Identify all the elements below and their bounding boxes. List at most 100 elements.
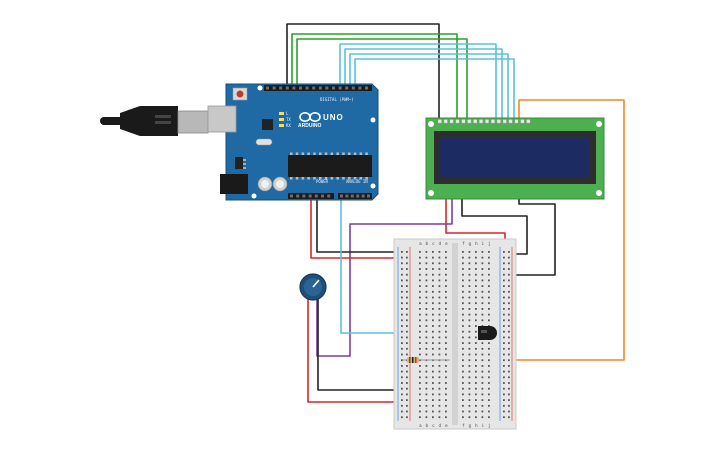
digital-pins <box>266 86 368 90</box>
chip-pins <box>290 152 368 180</box>
digital-pin[interactable] <box>345 86 349 90</box>
digital-pin[interactable] <box>266 86 269 90</box>
digital-pin[interactable] <box>332 86 335 90</box>
wire-cyan-db6[interactable] <box>349 53 509 120</box>
lcd-pin[interactable] <box>479 119 484 124</box>
arduino-logo-icon <box>299 112 321 123</box>
wire-black-lcd-rw[interactable] <box>461 197 528 255</box>
wire-purple-lcd-v0[interactable] <box>316 197 453 357</box>
usb-chip <box>262 119 273 130</box>
power-pin[interactable] <box>302 194 306 198</box>
digital-pin[interactable] <box>351 86 355 90</box>
potentiometer-knob-icon[interactable] <box>312 279 320 288</box>
lcd-pin[interactable] <box>502 119 507 124</box>
breadboard-column-label: e <box>445 424 448 429</box>
wire-green-lcd-rs[interactable] <box>291 33 458 120</box>
power-pin[interactable] <box>321 194 324 198</box>
digital-pin[interactable] <box>299 86 302 90</box>
lcd-screen <box>440 138 590 178</box>
lcd-pin-header <box>437 119 531 124</box>
digital-pin[interactable] <box>338 86 342 90</box>
potentiometer[interactable] <box>299 273 327 301</box>
power-pin[interactable] <box>290 194 293 198</box>
lcd-pin[interactable] <box>449 119 454 124</box>
breadboard-column-label: f <box>462 241 465 247</box>
lcd-pin[interactable] <box>514 119 519 124</box>
wire-cyan-db4[interactable] <box>339 43 497 120</box>
digital-pin[interactable] <box>292 86 296 90</box>
breadboard-column-label: h <box>475 423 478 429</box>
resistor[interactable] <box>403 357 450 363</box>
digital-pin[interactable] <box>279 86 283 90</box>
breadboard-column-label: c <box>432 424 435 429</box>
analog-pin[interactable] <box>361 194 365 198</box>
atmega-chip <box>288 155 372 177</box>
analog-pin[interactable] <box>350 194 354 198</box>
temperature-sensor[interactable] <box>478 326 497 340</box>
power-pin[interactable] <box>327 194 331 198</box>
digital-pin[interactable] <box>285 86 289 90</box>
power-analog-pins <box>290 194 370 198</box>
digital-pin[interactable] <box>325 86 329 90</box>
analog-pin[interactable] <box>345 194 349 198</box>
arduino-digital-header <box>264 85 372 91</box>
wire-black-gnd-lcd[interactable] <box>286 23 440 120</box>
led-label-rx: RX <box>286 123 291 128</box>
analog-pin[interactable] <box>367 194 370 198</box>
lcd-pin[interactable] <box>473 119 478 124</box>
digital-pin[interactable] <box>305 86 309 90</box>
usb-jack <box>207 105 237 133</box>
lcd-pin[interactable] <box>467 119 472 124</box>
digital-pin[interactable] <box>312 86 316 90</box>
breadboard-column-label: c <box>432 242 435 247</box>
digital-label: DIGITAL (PWM~) <box>320 97 354 102</box>
breadboard-column-label: d <box>439 423 442 429</box>
breadboard-column-label: b <box>426 423 429 429</box>
wire-black-pot-gnd[interactable] <box>317 298 403 391</box>
digital-pin[interactable] <box>318 86 322 90</box>
wire-red-pot-vcc[interactable] <box>307 294 403 403</box>
wire-black-lcd-led[interactable] <box>512 197 556 276</box>
lcd-pin[interactable] <box>526 119 531 124</box>
usb-cable[interactable] <box>100 106 209 136</box>
lcd-pin[interactable] <box>443 119 448 124</box>
lcd-pin[interactable] <box>461 119 466 124</box>
lcd-pin[interactable] <box>437 119 442 124</box>
lcd-pin[interactable] <box>455 119 460 124</box>
led-l <box>279 112 284 115</box>
lcd-pin[interactable] <box>485 119 490 124</box>
breadboard-column-label: g <box>469 424 472 429</box>
power-label: POWER <box>316 179 329 184</box>
arduino-uno[interactable]: L TX RX ARDUINO UNO DIGITAL (PWM~) POWER… <box>207 83 379 201</box>
digital-pin[interactable] <box>365 86 368 90</box>
digital-pin[interactable] <box>358 86 362 90</box>
breadboard-column-label: h <box>475 241 478 247</box>
breadboard-column-label: i <box>482 423 485 429</box>
wire-cyan-db7[interactable] <box>354 58 515 120</box>
analog-label: ANALOG IN <box>346 179 368 184</box>
lcd-pin[interactable] <box>508 119 513 124</box>
led-tx <box>279 118 284 121</box>
power-pin[interactable] <box>314 194 318 198</box>
breadboard-center-channel <box>452 243 458 425</box>
lcd-pin[interactable] <box>496 119 501 124</box>
lcd-pin[interactable] <box>490 119 495 124</box>
wire-red-5v-bb[interactable] <box>310 196 400 259</box>
analog-pin[interactable] <box>340 194 343 198</box>
wire-black-gnd-bb[interactable] <box>316 196 400 253</box>
breadboard-column-label: f <box>462 423 465 429</box>
power-pin[interactable] <box>296 194 300 198</box>
breadboard-column-label: e <box>445 242 448 247</box>
digital-pin[interactable] <box>272 86 276 90</box>
wire-green-lcd-e[interactable] <box>296 38 468 120</box>
lcd-pin[interactable] <box>520 119 525 124</box>
analog-pin[interactable] <box>356 194 360 198</box>
lcd-16x2[interactable] <box>425 117 605 200</box>
wire-cyan-db5[interactable] <box>344 48 503 120</box>
wire-orange-lcd-led[interactable] <box>445 99 625 361</box>
arduino-brand: ARDUINO <box>298 123 321 129</box>
breadboard-column-label: g <box>469 242 472 247</box>
power-pin[interactable] <box>308 194 312 198</box>
